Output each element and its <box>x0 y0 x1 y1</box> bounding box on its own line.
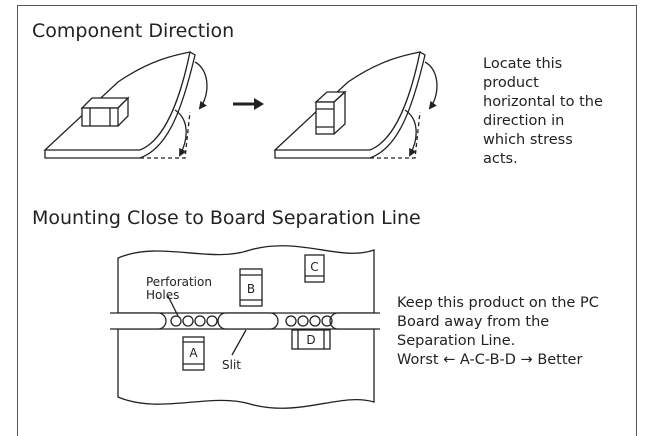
bent-board-illustration-1 <box>43 51 208 159</box>
component-c-label: C <box>310 260 318 274</box>
perforation-holes-right <box>285 315 333 327</box>
bent-board-illustration-2 <box>273 51 438 159</box>
perforation-holes-left <box>170 315 218 327</box>
perforation-label-line1: Perforation <box>146 275 212 289</box>
board-separation-heading: Mounting Close to Board Separation Line <box>32 207 421 229</box>
transition-arrow-icon <box>233 98 264 110</box>
separation-note-line-4: Worst ← A-C-B-D → Better <box>397 352 583 368</box>
separation-note-line-1: Keep this product on the PC <box>397 295 599 311</box>
separation-line-note: Keep this product on the PC Board away f… <box>397 294 637 370</box>
component-on-board-1 <box>80 96 130 127</box>
component-b-label: B <box>247 282 255 296</box>
component-d-label: D <box>306 333 315 347</box>
slit-segment <box>217 312 279 330</box>
figure-frame <box>17 5 637 436</box>
component-direction-heading: Component Direction <box>32 20 235 42</box>
component-on-board-2 <box>314 90 347 135</box>
slit-leader-line <box>231 329 247 356</box>
component-a-label: A <box>189 346 198 360</box>
component-b <box>239 268 263 307</box>
separation-note-line-2: Board away from the <box>397 314 550 330</box>
pc-board-illustration <box>110 245 380 409</box>
perforation-leader-line <box>167 295 179 317</box>
slit-label: Slit <box>222 358 241 372</box>
component-a <box>182 336 205 371</box>
lower-board <box>117 328 375 409</box>
separation-note-line-3: Separation Line. <box>397 333 516 349</box>
component-d <box>291 329 331 350</box>
component-direction-note: Locate this product horizontal to the di… <box>483 56 603 167</box>
component-c <box>304 254 325 283</box>
perforation-label-line2: Holes <box>146 288 179 302</box>
